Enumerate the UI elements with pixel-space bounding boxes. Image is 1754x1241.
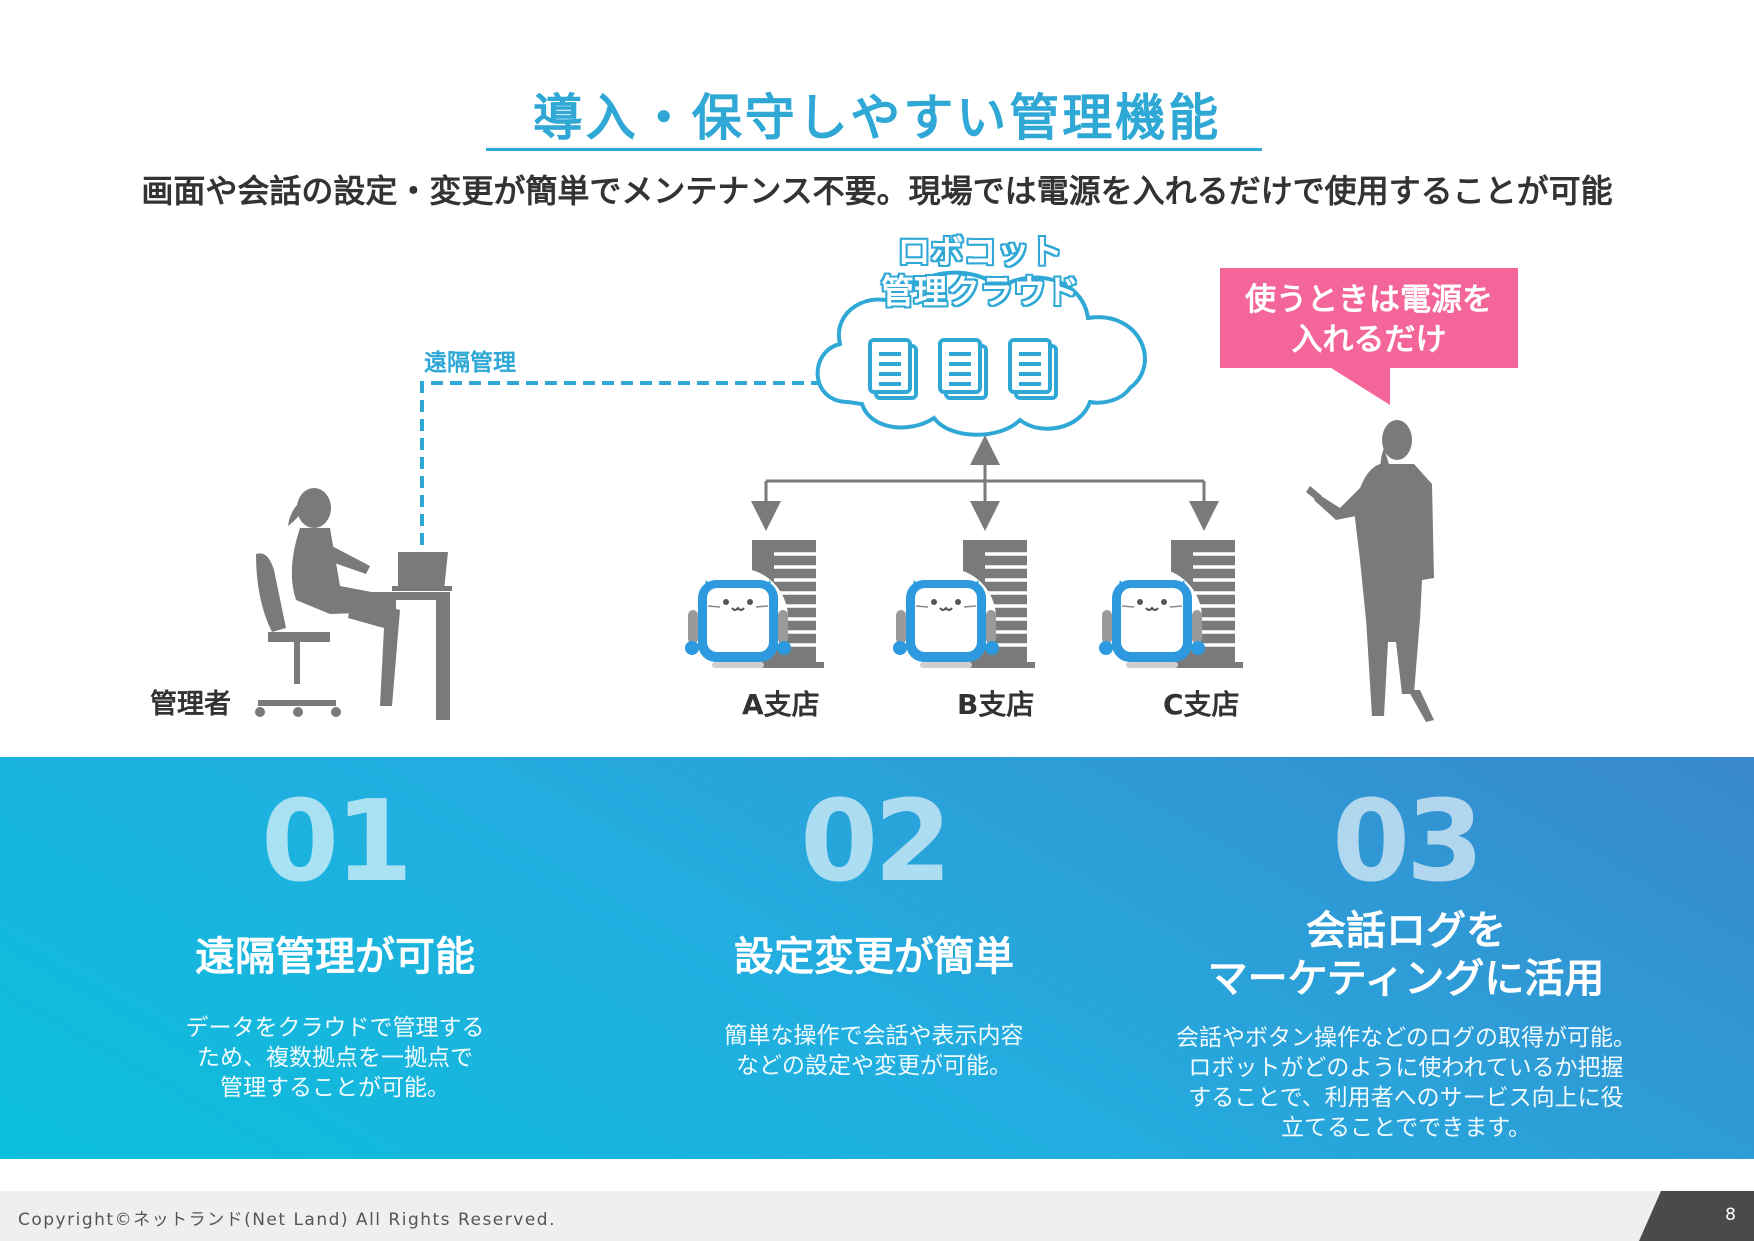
document-icon — [868, 338, 918, 400]
feature-heading: 遠隔管理が可能 — [195, 934, 475, 980]
system-diagram — [255, 270, 1434, 722]
branch-b-label: B支店 — [957, 688, 1035, 721]
page-number-tab: 8 — [1639, 1191, 1754, 1241]
distribution-arrows — [751, 435, 1219, 531]
feature-number: 01 — [261, 777, 413, 907]
feature-heading: 設定変更が簡単 — [734, 934, 1014, 980]
footer: Copyright©ネットランド(Net Land) All Rights Re… — [0, 1191, 1754, 1241]
remote-link-line — [420, 381, 818, 545]
page-subtitle: 画面や会話の設定・変更が簡単でメンテナンス不要。現場では電源を入れるだけで使用す… — [141, 172, 1613, 210]
feature-description: データをクラウドで管理する ため、複数拠点を一拠点で 管理することが可能。 — [185, 1015, 485, 1101]
feature-heading: 会話ログを マーケティングに活用 — [1207, 908, 1605, 1002]
feature-number: 02 — [800, 777, 952, 907]
page-number: 8 — [1725, 1205, 1736, 1225]
branch-c-label: C支店 — [1163, 688, 1240, 721]
remote-management-label: 遠隔管理 — [424, 350, 516, 376]
features-band: 01 遠隔管理が可能 データをクラウドで管理する ため、複数拠点を一拠点で 管理… — [0, 757, 1754, 1159]
cloud-title: ロボコット 管理クラウド — [881, 232, 1079, 311]
feature-number: 03 — [1332, 777, 1484, 907]
document-icon — [938, 338, 988, 400]
speech-bubble-tail — [1328, 366, 1390, 405]
woman-silhouette — [1306, 420, 1434, 722]
feature-description: 会話やボタン操作などのログの取得が可能。 ロボットがどのように使われているか把握… — [1176, 1025, 1636, 1141]
document-icon — [1008, 338, 1058, 400]
admin-silhouette — [255, 488, 452, 720]
feature-description: 簡単な操作で会話や表示内容 などの設定や変更が可能。 — [724, 1023, 1024, 1079]
admin-label: 管理者 — [150, 689, 231, 720]
page-title: 導入・保守しやすい管理機能 — [532, 89, 1222, 147]
speech-bubble: 使うときは電源を 入れるだけ — [1220, 268, 1518, 368]
branch-a-label: A支店 — [742, 688, 820, 721]
title-underline — [486, 148, 1262, 151]
copyright-text: Copyright©ネットランド(Net Land) All Rights Re… — [18, 1210, 556, 1230]
